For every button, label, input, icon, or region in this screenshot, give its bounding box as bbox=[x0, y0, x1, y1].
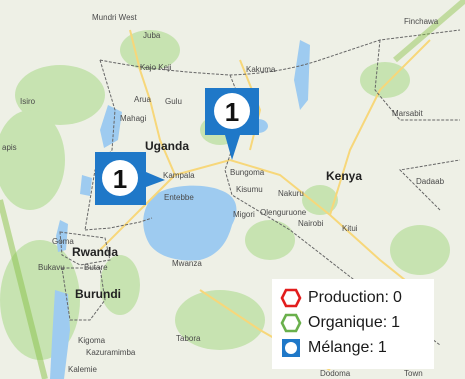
place-olenguruone: Olenguruone bbox=[260, 208, 307, 217]
legend-label: Organique: bbox=[308, 313, 388, 331]
lake-tanganyika bbox=[50, 290, 70, 379]
legend-count: 1 bbox=[377, 338, 387, 356]
lake-edward bbox=[80, 175, 92, 196]
country-kenya: Kenya bbox=[326, 169, 362, 183]
lakes bbox=[50, 40, 310, 379]
place-mwanza: Mwanza bbox=[172, 259, 202, 268]
place-mundri-west: Mundri West bbox=[92, 13, 138, 22]
lake-victoria bbox=[143, 185, 237, 261]
legend-count: 1 bbox=[391, 313, 401, 331]
place-kazuramimba: Kazuramimba bbox=[86, 348, 136, 357]
marker-count: 1 bbox=[225, 97, 239, 127]
place-kigoma: Kigoma bbox=[78, 336, 106, 345]
marker-count: 1 bbox=[113, 164, 127, 194]
place-juba: Juba bbox=[143, 31, 161, 40]
place-kisumu: Kisumu bbox=[236, 185, 263, 194]
legend-label: Mélange: bbox=[308, 338, 374, 356]
legend-item-organique: Organique: 1 bbox=[280, 310, 428, 335]
roads bbox=[99, 29, 431, 371]
place-labels: Mundri West Juba Kajo Keji Kakuma Fincha… bbox=[2, 13, 445, 378]
place-butare: Butare bbox=[84, 263, 108, 272]
red-hexagon-icon bbox=[280, 288, 302, 307]
place-gulu: Gulu bbox=[165, 97, 182, 106]
place-kakuma: Kakuma bbox=[246, 65, 276, 74]
country-uganda: Uganda bbox=[145, 139, 189, 153]
place-kitui: Kitui bbox=[342, 224, 358, 233]
map-marker-west[interactable]: 1 bbox=[95, 152, 165, 205]
place-apis: apis bbox=[2, 143, 17, 152]
map-legend: Production: 0 Organique: 1 Mélange: 1 bbox=[272, 279, 434, 369]
place-kampala: Kampala bbox=[163, 171, 195, 180]
place-dadaab: Dadaab bbox=[416, 177, 445, 186]
country-burundi: Burundi bbox=[75, 287, 121, 301]
place-mahagi: Mahagi bbox=[120, 114, 146, 123]
legend-label: Production: bbox=[308, 288, 389, 306]
place-kajo-keji: Kajo Keji bbox=[140, 63, 172, 72]
place-marsabit: Marsabit bbox=[392, 109, 423, 118]
lake-albert bbox=[100, 105, 122, 148]
map-marker-north[interactable]: 1 bbox=[205, 88, 259, 160]
place-kalemie: Kalemie bbox=[68, 365, 97, 374]
place-migori: Migori bbox=[233, 210, 255, 219]
place-tabora: Tabora bbox=[176, 334, 201, 343]
place-town: Town bbox=[404, 369, 423, 378]
legend-count: 0 bbox=[392, 288, 402, 306]
place-entebbe: Entebbe bbox=[164, 193, 194, 202]
place-nakuru: Nakuru bbox=[278, 189, 304, 198]
legend-item-melange: Mélange: 1 bbox=[280, 335, 428, 360]
place-arua: Arua bbox=[134, 95, 151, 104]
place-nairobi: Nairobi bbox=[298, 219, 324, 228]
lake-turkana bbox=[294, 40, 310, 110]
legend-item-production: Production: 0 bbox=[280, 285, 428, 310]
place-dodoma: Dodoma bbox=[320, 369, 351, 378]
place-finchawa: Finchawa bbox=[404, 17, 439, 26]
place-goma: Goma bbox=[52, 237, 74, 246]
place-bungoma: Bungoma bbox=[230, 168, 265, 177]
marker-badge bbox=[214, 93, 250, 129]
country-rwanda: Rwanda bbox=[72, 245, 118, 259]
place-isiro: Isiro bbox=[20, 97, 36, 106]
blue-square-icon bbox=[282, 338, 300, 357]
place-bukavu: Bukavu bbox=[38, 263, 65, 272]
marker-badge bbox=[102, 160, 138, 196]
green-hexagon-icon bbox=[280, 313, 302, 332]
lake-kivu bbox=[56, 220, 68, 252]
